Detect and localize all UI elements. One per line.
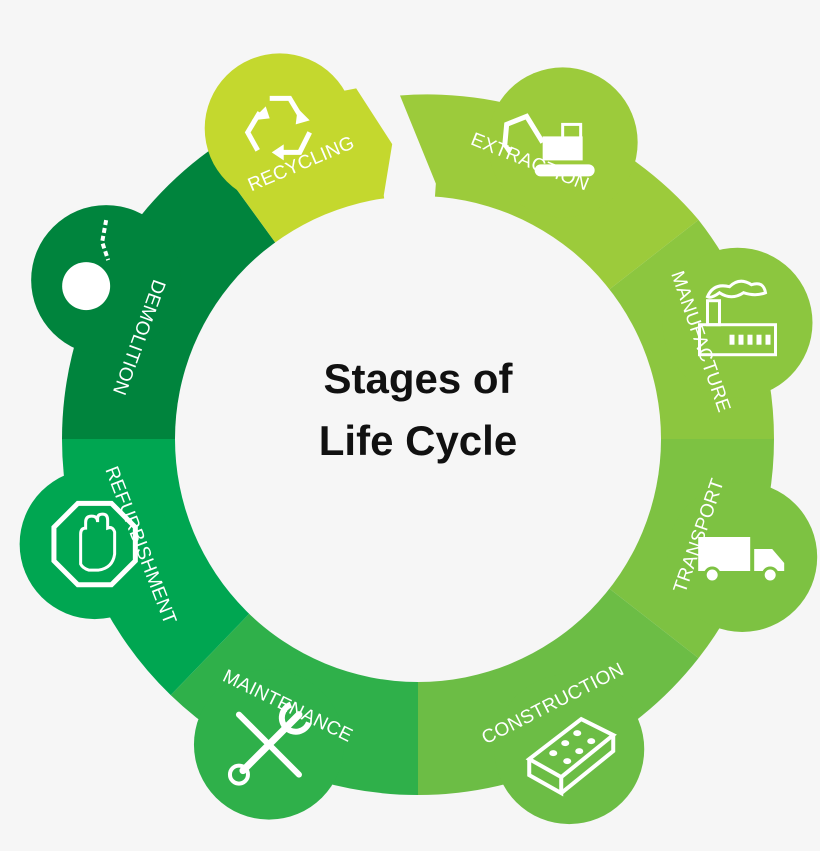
- icon-lobe-manufacture: [662, 247, 813, 398]
- factory-icon: [697, 279, 777, 357]
- wrecking-ball-icon: [62, 219, 111, 311]
- icon-lobe-recycling: [204, 53, 355, 204]
- icon-lobe-construction: [494, 674, 645, 825]
- center-disc: [175, 196, 661, 682]
- stop-hand-icon: [51, 500, 138, 588]
- title-line-1: Stages of: [323, 355, 513, 402]
- brick-icon: [525, 716, 617, 797]
- truck-icon: [698, 536, 785, 584]
- title-line-2: Life Cycle: [319, 417, 517, 464]
- wrench-screwdriver-icon: [227, 701, 312, 786]
- icon-lobe-refurbishment: [19, 469, 170, 620]
- excavator-icon: [500, 113, 595, 177]
- recycle-icon: [244, 95, 312, 161]
